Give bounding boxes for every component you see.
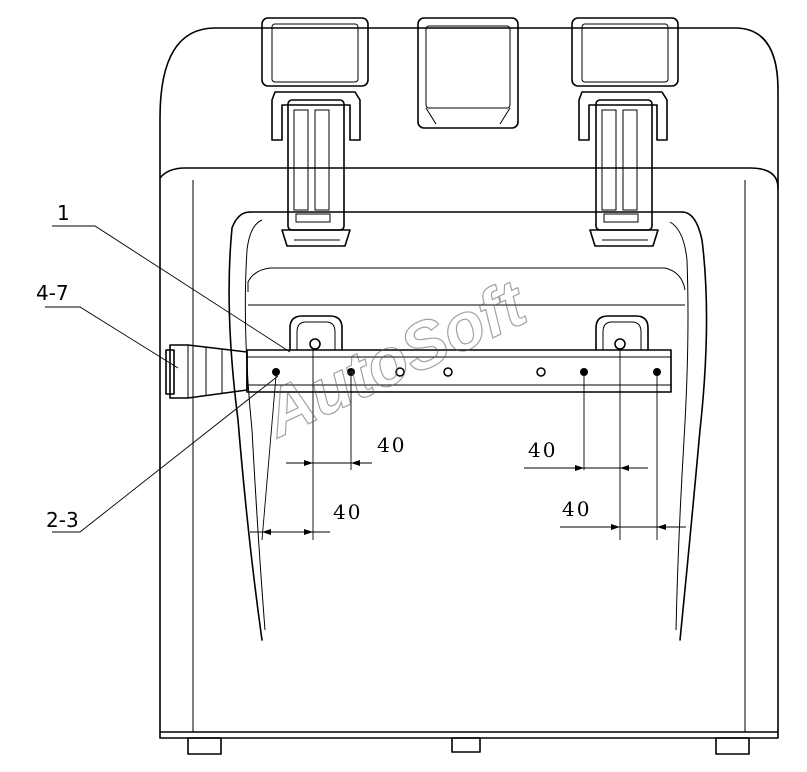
dim-text-right-upper: 40 <box>528 438 557 462</box>
dim-text-right-lower: 40 <box>562 497 591 521</box>
leader-lines <box>45 225 291 533</box>
left-latch <box>271 91 361 247</box>
end-cap <box>165 344 248 399</box>
callout-1: 1 <box>57 201 70 225</box>
dimension-lines <box>250 350 686 541</box>
callout-4-7: 4-7 <box>36 281 69 305</box>
dim-text-left-lower: 40 <box>333 500 362 524</box>
cooler-body <box>159 27 779 739</box>
top-blocks <box>261 17 679 129</box>
front-recess <box>228 211 708 641</box>
watermark-text: AutoSoft <box>251 265 539 452</box>
feet <box>187 737 750 755</box>
mounting-brackets <box>289 315 649 351</box>
dim-text-left-upper: 40 <box>377 433 406 457</box>
callout-2-3: 2-3 <box>46 508 79 532</box>
right-latch <box>578 91 668 247</box>
